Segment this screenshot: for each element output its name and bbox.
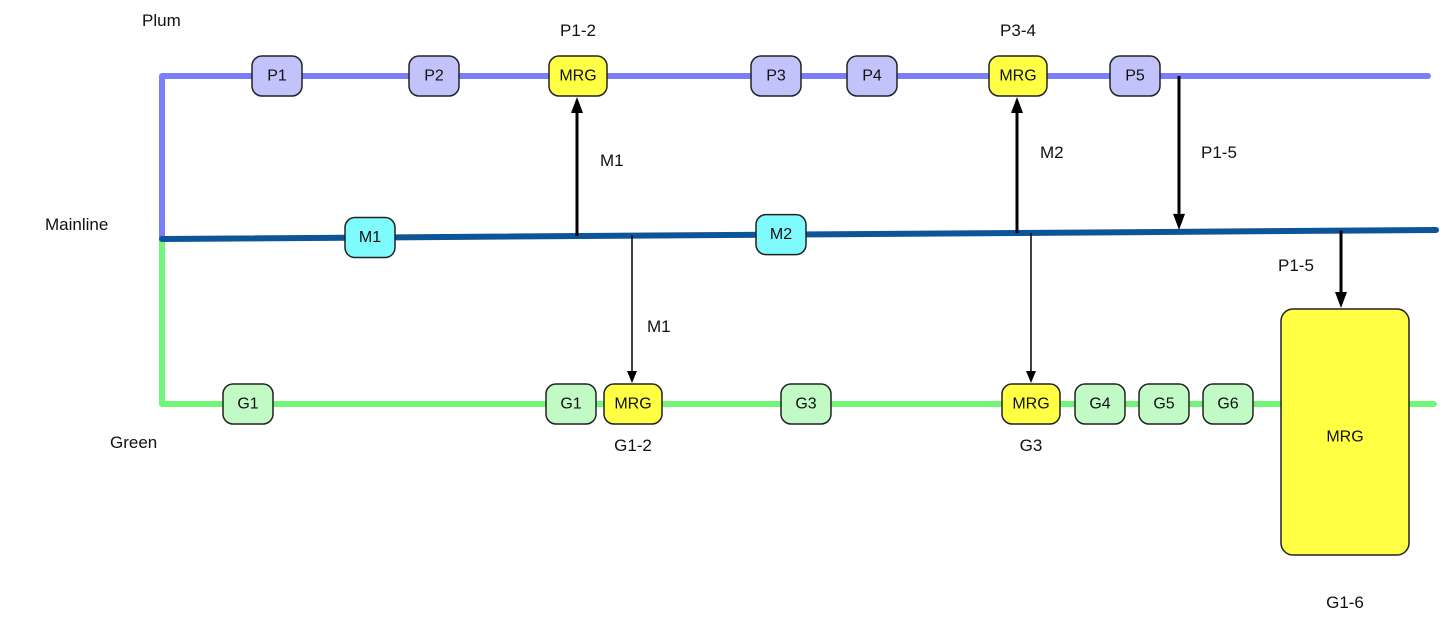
merge-caption: P3-4 (1000, 21, 1036, 40)
arrowhead-icon (1173, 213, 1185, 230)
green-commit-node: G1 (545, 383, 597, 425)
mainline-commit-node: M1 (344, 216, 396, 259)
merge-caption: P1-2 (560, 21, 596, 40)
merge-arrow: M1 (571, 97, 624, 237)
mainline-commit-node: M2 (755, 213, 807, 256)
arrow-label: P1-5 (1278, 256, 1314, 275)
mainline-commit-node-box (344, 216, 396, 259)
plum-merge-node-box (548, 55, 608, 97)
green-branch-label: Green (110, 433, 157, 452)
arrow-label: M1 (600, 151, 624, 170)
plum-commit-node-label: P2 (424, 68, 444, 85)
green-merge-node-label: MRG (1326, 429, 1363, 446)
plum-merge-node-label: MRG (559, 68, 596, 85)
plum-commit-node-box (251, 55, 303, 97)
merge-caption: G1-6 (1326, 593, 1364, 612)
plum-merge-node-label: MRG (999, 68, 1036, 85)
arrow-label: P1-5 (1201, 143, 1237, 162)
merge-arrow: M2 (1011, 97, 1064, 233)
plum-commit-node-label: P4 (862, 68, 882, 85)
plum-merge-node: MRG P3-4 (988, 21, 1048, 97)
plum-commit-node-box (408, 55, 460, 97)
plum-commit-node: P3 (750, 55, 802, 97)
plum-commit-node-label: P5 (1125, 68, 1145, 85)
arrowhead-icon (1335, 292, 1347, 308)
green-commit-node-box (1138, 383, 1190, 425)
green-merge-node-label: MRG (614, 396, 651, 413)
green-branch-line (159, 239, 1437, 407)
merge-caption: G3 (1020, 436, 1043, 455)
mainline-branch-label: Mainline (45, 215, 108, 234)
green-commit-node-label: G1 (560, 396, 581, 413)
arrowhead-icon (627, 371, 637, 383)
green-merge-node: MRG G1-6 (1280, 308, 1410, 612)
green-commit-node-label: G5 (1153, 396, 1174, 413)
green-commit-node: G5 (1138, 383, 1190, 425)
green-commit-node-label: G1 (237, 396, 258, 413)
green-merge-node-box (603, 383, 663, 425)
merge-arrow: M1 (627, 235, 671, 383)
plum-commit-node: P5 (1109, 55, 1161, 97)
green-commit-node: G6 (1202, 383, 1254, 425)
green-commit-node-label: G4 (1089, 396, 1110, 413)
merge-arrow (1026, 232, 1036, 383)
plum-commit-node: P2 (408, 55, 460, 97)
green-commit-node-box (222, 383, 274, 425)
green-commit-node-label: G6 (1217, 396, 1238, 413)
plum-commit-node: P4 (846, 55, 898, 97)
plum-merge-node: MRG P1-2 (548, 21, 608, 97)
arrowhead-icon (1026, 371, 1036, 383)
plum-commit-node-label: P3 (766, 68, 786, 85)
plum-commit-node-box (750, 55, 802, 97)
arrow-label: M1 (647, 317, 671, 336)
green-commit-node: G3 (780, 383, 832, 425)
plum-commit-node: P1 (251, 55, 303, 97)
plum-commit-node-label: P1 (267, 68, 287, 85)
arrow-label: M2 (1040, 143, 1064, 162)
green-merge-node: MRG G1-2 (603, 383, 663, 455)
mainline-commit-node-box (755, 213, 807, 256)
green-commit-node-box (1074, 383, 1126, 425)
green-commit-node-box (780, 383, 832, 425)
merge-arrow: P1-5 (1278, 230, 1347, 308)
green-commit-node: G1 (222, 383, 274, 425)
mainline-commit-node-label: M1 (359, 229, 381, 246)
plum-commit-node-box (846, 55, 898, 97)
plum-merge-node-box (988, 55, 1048, 97)
merge-arrow: P1-5 (1173, 76, 1237, 230)
arrowhead-icon (571, 97, 583, 113)
green-merge-node-label: MRG (1012, 396, 1049, 413)
arrowhead-icon (1011, 97, 1023, 113)
green-commit-node: G4 (1074, 383, 1126, 425)
mainline-commit-node-label: M2 (770, 226, 792, 243)
green-commit-node-label: G3 (795, 396, 816, 413)
plum-branch-label: Plum (142, 11, 181, 30)
green-commit-node-box (545, 383, 597, 425)
merge-caption: G1-2 (614, 436, 652, 455)
large-merge-box (1280, 308, 1410, 556)
green-merge-node-box (1001, 383, 1061, 425)
green-merge-node: MRG G3 (1001, 383, 1061, 455)
green-commit-node-box (1202, 383, 1254, 425)
plum-commit-node-box (1109, 55, 1161, 97)
